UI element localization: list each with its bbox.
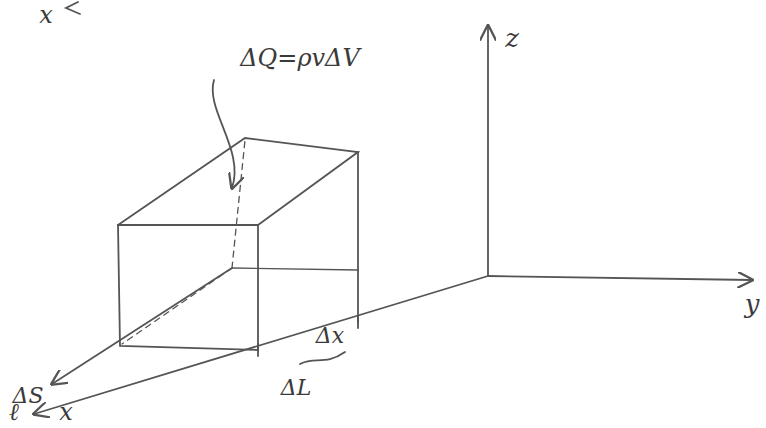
x-axis xyxy=(34,276,488,414)
length-label: ΔL xyxy=(281,377,312,399)
volume-back-edge xyxy=(357,152,359,322)
axis-label: z xyxy=(505,25,519,51)
volume-front-face xyxy=(118,225,258,350)
leader-line xyxy=(213,80,235,188)
length-label: Δx xyxy=(316,325,344,347)
axis-label: ℓ xyxy=(9,400,19,424)
y-axis xyxy=(488,276,752,280)
axis-arrow xyxy=(66,2,80,14)
area-vector xyxy=(52,268,232,384)
z-axis xyxy=(487,26,489,276)
charge-formula: ΔQ=ρvΔV xyxy=(240,46,359,70)
axis-label: x xyxy=(59,400,73,424)
hidden-edge xyxy=(232,268,358,270)
axis-label: y xyxy=(745,291,760,317)
axis-label: x xyxy=(39,3,53,27)
dimension-mark xyxy=(300,352,345,364)
dimension-tick xyxy=(258,316,358,356)
